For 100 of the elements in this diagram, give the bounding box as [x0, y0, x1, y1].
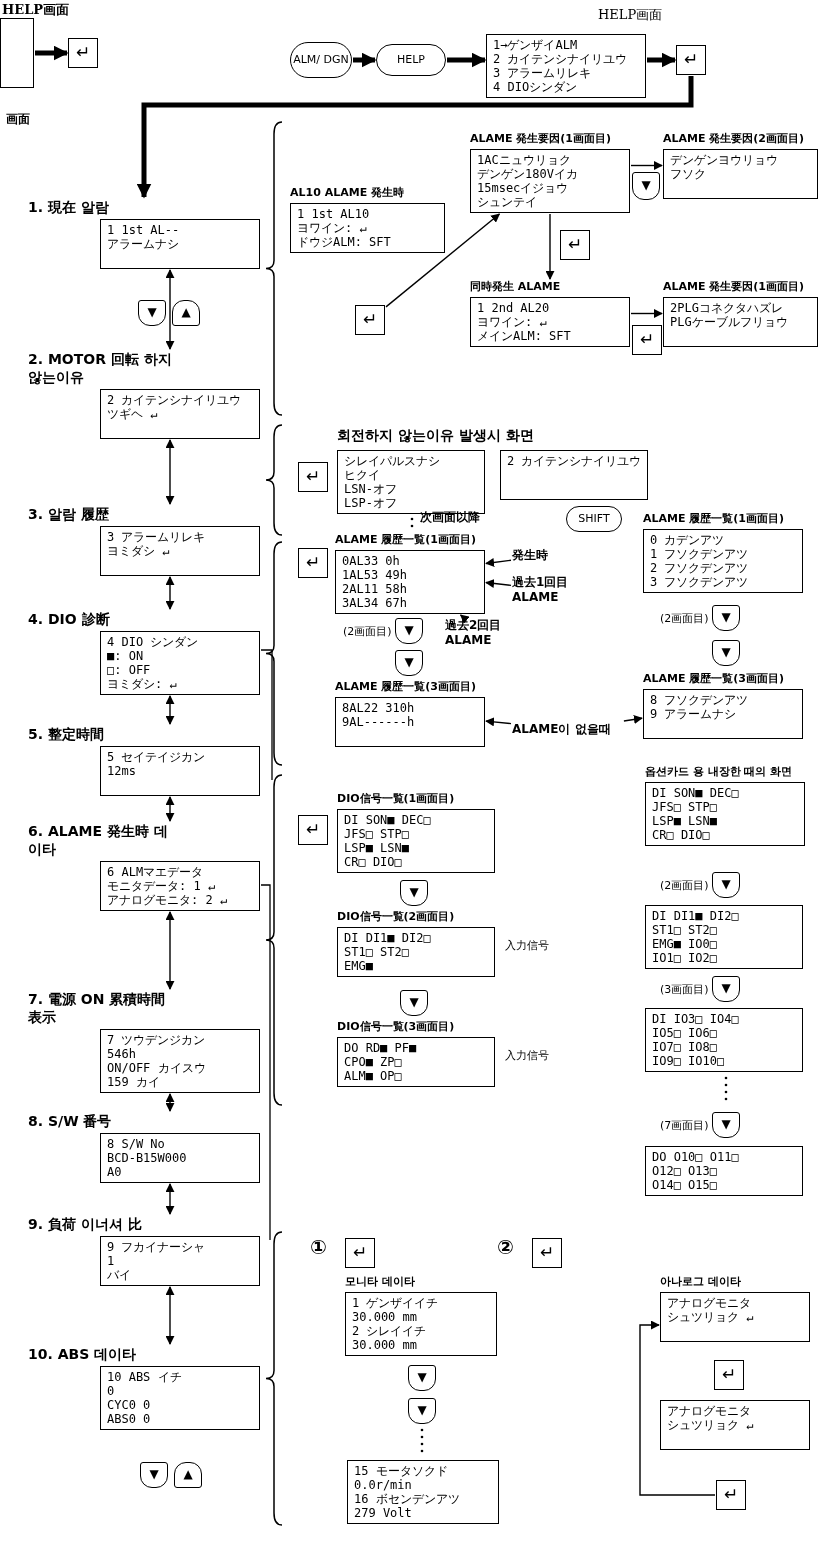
screen-text: 3 フソクデンアツ [650, 575, 750, 589]
leader-line [485, 558, 512, 567]
key-button: ALM/ DGN [290, 42, 352, 78]
arrow [639, 1320, 716, 1496]
key-button: ▼ [138, 300, 166, 326]
arrow [165, 269, 175, 350]
leader-line [485, 578, 512, 588]
screen-text: 1 [107, 1254, 116, 1268]
arrow [136, 76, 694, 199]
screen-text: PLGケーブルフリョウ [670, 315, 789, 329]
key-button: ↵ [298, 462, 328, 492]
screen-text: 7 ツウデンジカン [107, 1033, 207, 1047]
key-button: ▼ [712, 872, 740, 898]
screen-caption: (2画面目) [343, 624, 392, 639]
screen-text: IO7□ IO8□ [652, 1040, 719, 1054]
screen-title: ALAME 発生要因(1画面目) [470, 132, 613, 146]
key-button: ▲ [174, 1462, 202, 1488]
screen-text: ■: ON [107, 649, 145, 663]
key-button: HELP [376, 44, 446, 76]
screen-title: ALAME 履歴一覧(1画面目) [335, 533, 478, 547]
key-button: SHIFT [566, 506, 622, 532]
arrow [35, 45, 69, 61]
screen-text: 2 カイテンシナイリユウ [507, 454, 641, 468]
screen-text: 9AL------h [342, 715, 416, 729]
screen-text: ヨミダシ: ↵ [107, 677, 178, 691]
leader-line [459, 614, 470, 624]
screen-text: LSP-オフ [344, 496, 398, 510]
arrow [165, 439, 175, 505]
callout-text: 過去1回目 ALAME [512, 575, 587, 605]
key-button: ↵ [716, 1480, 746, 1510]
screen-title: ALAME 履歴一覧(3画面目) [643, 672, 786, 686]
screen-text: 279 Volt [354, 1506, 413, 1520]
screen-text: LSP■ LSN■ [652, 814, 719, 828]
screen-caption: (3画面目) [660, 982, 709, 997]
screen-text: 3AL34 67h [342, 596, 409, 610]
screen-text: アラームナシ [107, 237, 180, 251]
key-button: ▼ [400, 880, 428, 906]
screen-title: DIO信号一覧(3画面目) [337, 1020, 456, 1034]
screen-text: シュツリョク ↵ [667, 1310, 755, 1324]
key-button: ↵ [345, 1238, 375, 1268]
screen-text: CPO■ ZP□ [344, 1055, 403, 1069]
screen-title: 6. ALAME 発生時 데이타 [28, 822, 169, 858]
screen-text: 4 DIOシンダン [493, 80, 579, 94]
screen-text: 3 アラームリレキ [493, 66, 593, 80]
screen-title: 3. 알람 履歴 [28, 505, 110, 523]
key-button: ↵ [355, 305, 385, 335]
screen-text: DI DI1■ DI2□ [652, 909, 740, 923]
screen-text: EMG■ [344, 959, 374, 973]
key-button: ↵ [632, 325, 662, 355]
screen-title: 옵션카드 용 내장한 때의 화면 [645, 765, 794, 779]
screen-text: 12ms [107, 764, 137, 778]
screen-text: 0.0r/min [354, 1478, 413, 1492]
screen-text: ST1□ ST2□ [344, 945, 411, 959]
screen-text: 8AL22 310h [342, 701, 416, 715]
screen-text: 1 ゲンザイイチ [352, 1296, 440, 1310]
screen-text: 1 2nd AL20 [477, 301, 551, 315]
screen-title: 4. DIO 診断 [28, 610, 111, 628]
screen-text: 4 DIO シンダン [107, 635, 200, 649]
screen-title: 모니타 데이타 [345, 1275, 416, 1289]
callout-text: ALAME이 없을때 [512, 722, 627, 737]
key-button: ↵ [298, 815, 328, 845]
screen-text: ヨワイン: ↵ [297, 221, 368, 235]
screen-text: メインALM: SFT [477, 329, 572, 343]
screen-text: 2AL11 58h [342, 582, 409, 596]
screen-text: 1→ゲンザイALM [493, 38, 579, 52]
screen-text: □: OFF [107, 663, 152, 677]
key-button: ↵ [560, 230, 590, 260]
key-button: ▼ [632, 172, 660, 200]
leader-line [623, 715, 643, 724]
screen-title: 2. MOTOR 回転 하지않는이유 [28, 350, 173, 386]
screen-text: ヨミダシ ↵ [107, 544, 171, 558]
screen-text: 159 カイ [107, 1075, 161, 1089]
screen-text: 1 1st AL-- [107, 223, 181, 237]
screen-text: 546h [107, 1047, 137, 1061]
screen-text: CR□ DIO□ [344, 855, 403, 869]
callout-text: 発生時 [512, 548, 582, 563]
arrow [165, 1183, 175, 1215]
screen-title: 1. 現在 알람 [28, 198, 110, 216]
screen-caption: 入力信号 [505, 938, 549, 953]
screen-text: 9 フカイナーシャ [107, 1240, 207, 1254]
screen-text: 8 フソクデンアツ [650, 693, 750, 707]
caption-text: HELP画面 [2, 2, 71, 17]
screen-caption: (2画面目) [660, 611, 709, 626]
screen-text: LSP■ LSN■ [344, 841, 411, 855]
key-button: ▼ [395, 618, 423, 644]
screen-text: 1AL53 49h [342, 568, 409, 582]
key-button: ▼ [408, 1398, 436, 1424]
screen-text: DO RD■ PF■ [344, 1041, 418, 1055]
screen-text: ALM■ OP□ [344, 1069, 403, 1083]
arrow [545, 213, 555, 280]
screen-title: ALAME 履歴一覧(3画面目) [335, 680, 478, 694]
key-button: ↵ [298, 548, 328, 578]
key-button: ▼ [712, 976, 740, 1002]
screen-text: IO9□ IO10□ [652, 1054, 726, 1068]
screen-title: 10. ABS 데이타 [28, 1345, 138, 1363]
screen-text: 3 アラームリレキ [107, 530, 207, 544]
screen-text: 1 フソクデンアツ [650, 547, 750, 561]
caption-text: 画面 [6, 112, 31, 127]
screen-text: EMG■ IO0□ [652, 937, 719, 951]
key-button: ▲ [172, 300, 200, 326]
